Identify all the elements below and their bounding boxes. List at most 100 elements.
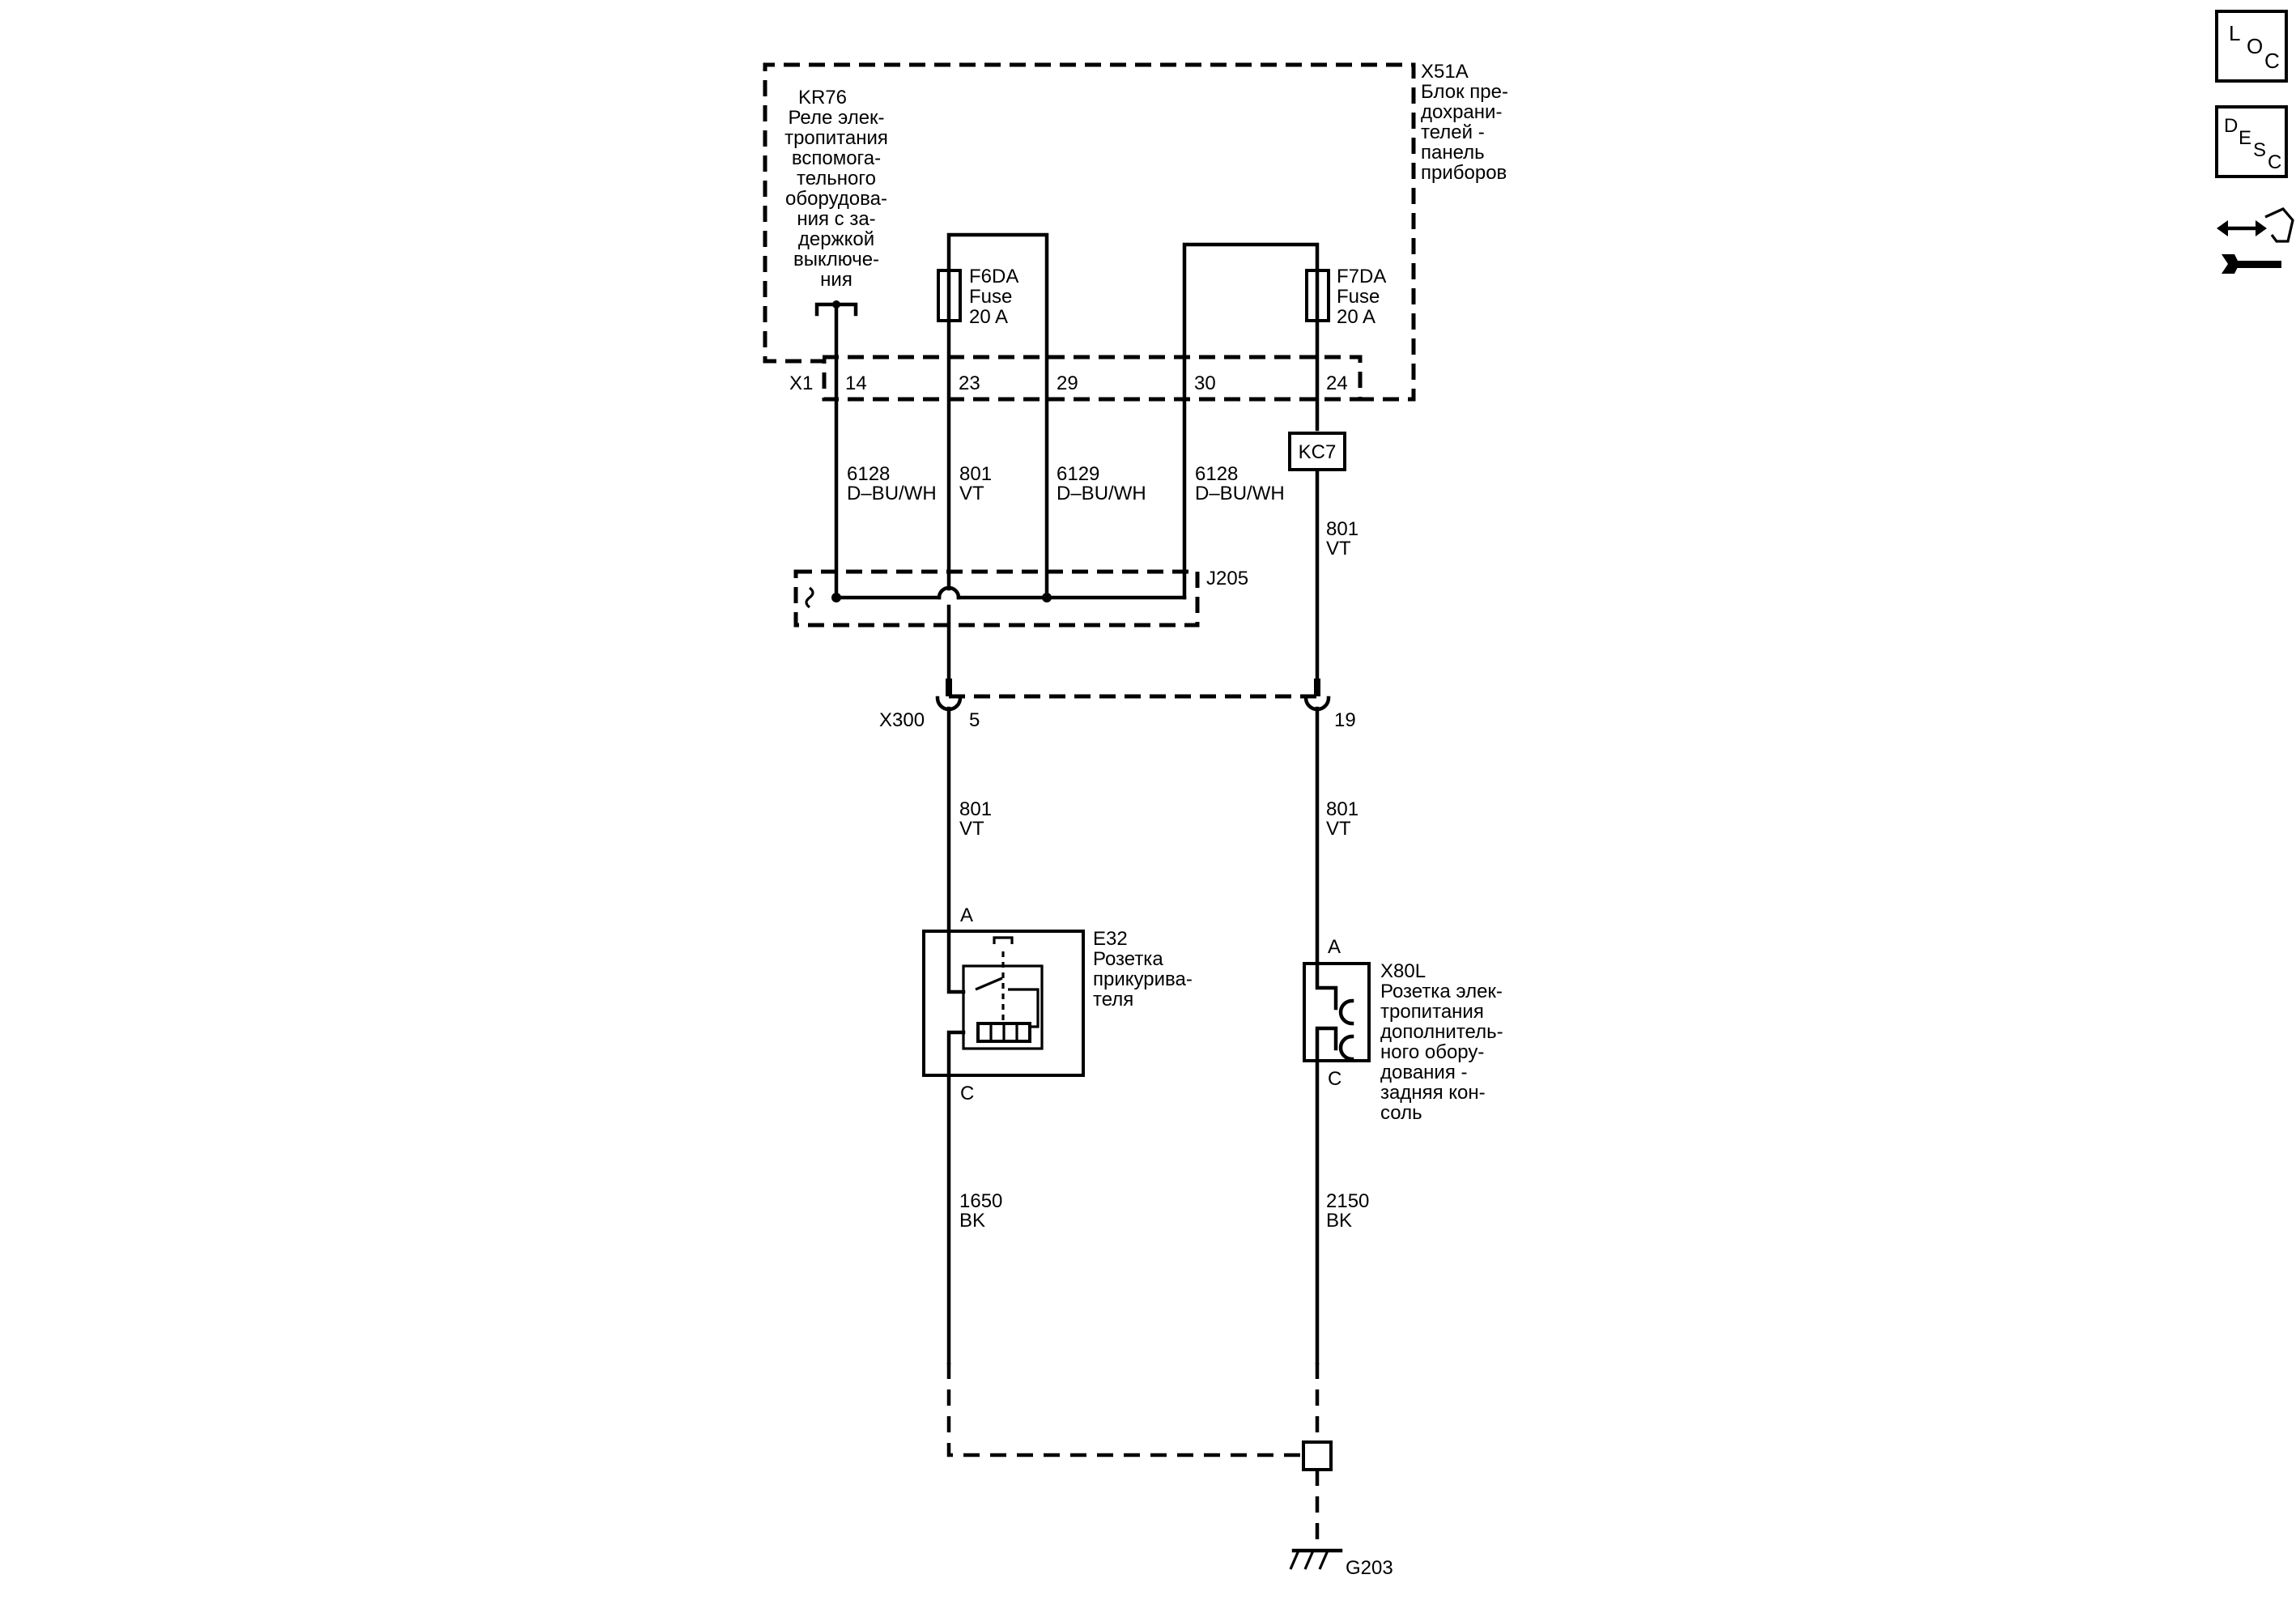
svg-text:20 A: 20 A — [969, 306, 1008, 328]
svg-text:1650: 1650 — [959, 1190, 1002, 1212]
relay-description: Реле элек- тропитания вспомога- тельного… — [784, 107, 888, 291]
cigar-lighter-id: E32 — [1093, 928, 1128, 950]
e32-pin: A — [960, 904, 973, 926]
power-outlet-id: X80L — [1380, 960, 1426, 982]
svg-text:F7DA: F7DA — [1337, 266, 1386, 287]
x80l-pin: C — [1328, 1068, 1341, 1090]
x300-pin: 19 — [1334, 709, 1356, 731]
description-icon[interactable]: D E S C — [2215, 105, 2288, 178]
svg-text:Блок пре-: Блок пре- — [1421, 81, 1508, 103]
power-outlet-description: Розетка элек- тропитания дополнитель- но… — [1380, 981, 1503, 1124]
x300-terminal-right — [1303, 679, 1331, 712]
svg-text:VT: VT — [959, 483, 984, 504]
svg-text:тельного: тельного — [797, 168, 876, 189]
svg-text:801: 801 — [1326, 518, 1358, 540]
ground-symbol-icon — [1289, 1548, 1343, 1570]
svg-text:Fuse: Fuse — [1337, 286, 1380, 308]
wire-label-6129: 6129 D–BU/WH — [1057, 463, 1146, 504]
splice-break-mark — [805, 586, 814, 609]
svg-text:дования -: дования - — [1380, 1062, 1468, 1083]
relay-symbol — [814, 300, 858, 317]
x1-pin: 23 — [959, 372, 980, 394]
wire-label-801-left: 801 VT — [959, 798, 992, 840]
svg-text:тропитания: тропитания — [784, 127, 888, 149]
splice-dot — [1042, 593, 1052, 602]
cigar-lighter-symbol — [922, 929, 1085, 1078]
solid-wires — [834, 232, 1320, 1365]
wire-label-6128-b: 6128 D–BU/WH — [1195, 463, 1285, 504]
svg-text:тропитания: тропитания — [1380, 1001, 1484, 1023]
ground-connection-box — [1302, 1440, 1333, 1471]
inline-splice-kc7-box — [1288, 432, 1346, 471]
svg-text:801: 801 — [1326, 798, 1358, 820]
x1-pin: 29 — [1057, 372, 1078, 394]
svg-text:вспомога-: вспомога- — [792, 147, 881, 169]
svg-text:VT: VT — [1326, 818, 1351, 840]
svg-text:дохрани-: дохрани- — [1421, 101, 1502, 123]
connector-x300-id: X300 — [879, 709, 925, 731]
connector-repair-icon[interactable] — [2217, 207, 2294, 274]
svg-text:F6DA: F6DA — [969, 266, 1018, 287]
svg-text:Fuse: Fuse — [969, 286, 1012, 308]
wire-label-6128-a: 6128 D–BU/WH — [847, 463, 937, 504]
svg-text:D–BU/WH: D–BU/WH — [1057, 483, 1146, 504]
x80l-pin: A — [1328, 936, 1341, 958]
svg-text:E: E — [2239, 127, 2251, 149]
location-icon[interactable]: L O C — [2215, 10, 2288, 83]
x1-pin: 14 — [845, 372, 867, 394]
svg-text:O: O — [2247, 34, 2263, 58]
svg-text:теля: теля — [1093, 989, 1133, 1011]
svg-text:BK: BK — [959, 1210, 985, 1232]
svg-text:ния: ния — [820, 269, 852, 291]
svg-text:VT: VT — [959, 818, 984, 840]
inline-splice-id: KC7 — [1299, 441, 1337, 463]
svg-text:2150: 2150 — [1326, 1190, 1369, 1212]
svg-text:ного обору-: ного обору- — [1380, 1041, 1484, 1063]
fuse-f6da-label: F6DA Fuse 20 A — [969, 266, 1018, 328]
svg-text:держкой: держкой — [798, 228, 874, 250]
ground-id: G203 — [1346, 1557, 1393, 1579]
svg-text:приборов: приборов — [1421, 162, 1507, 184]
fuse-f7da-label: F7DA Fuse 20 A — [1337, 266, 1386, 328]
svg-text:телей -: телей - — [1421, 121, 1485, 143]
x300-pin: 5 — [969, 709, 980, 731]
fuse-block-id: X51A — [1421, 61, 1469, 83]
svg-text:20 A: 20 A — [1337, 306, 1375, 328]
svg-text:D–BU/WH: D–BU/WH — [1195, 483, 1285, 504]
x1-pin: 24 — [1326, 372, 1348, 394]
fuse-block-description: Блок пре- дохрани- телей - панель прибор… — [1421, 81, 1508, 184]
svg-text:дополнитель-: дополнитель- — [1380, 1021, 1503, 1043]
svg-text:Реле элек-: Реле элек- — [788, 107, 884, 129]
svg-text:6129: 6129 — [1057, 463, 1099, 485]
power-outlet-symbol — [1303, 961, 1371, 1063]
wire-crossover-hop — [937, 585, 961, 600]
svg-text:D: D — [2224, 115, 2238, 137]
svg-text:6128: 6128 — [1195, 463, 1238, 485]
wire-label-801-kc7: 801 VT — [1326, 518, 1358, 560]
svg-text:задняя кон-: задняя кон- — [1380, 1082, 1486, 1104]
connector-x1-id: X1 — [789, 372, 813, 394]
svg-text:801: 801 — [959, 463, 992, 485]
svg-text:соль: соль — [1380, 1102, 1422, 1124]
e32-pin: C — [960, 1083, 974, 1104]
svg-text:Розетка: Розетка — [1093, 948, 1163, 970]
svg-text:выключе-: выключе- — [793, 249, 879, 270]
svg-text:VT: VT — [1326, 538, 1351, 560]
wire-label-1650: 1650 BK — [959, 1190, 1002, 1232]
svg-text:прикурива-: прикурива- — [1093, 968, 1193, 990]
fuse-block-outline — [763, 62, 1416, 402]
x300-terminal-left — [935, 679, 963, 712]
svg-text:ния с за-: ния с за- — [797, 208, 875, 230]
svg-text:BK: BK — [1326, 1210, 1352, 1232]
svg-text:6128: 6128 — [847, 463, 890, 485]
wire-label-2150: 2150 BK — [1326, 1190, 1369, 1232]
ground-dashed-wires — [946, 1363, 1320, 1551]
splice-pack-id: J205 — [1206, 568, 1248, 589]
splice-dot — [831, 593, 841, 602]
svg-text:S: S — [2253, 139, 2266, 161]
relay-id: KR76 — [798, 87, 847, 109]
svg-text:L: L — [2229, 21, 2240, 45]
svg-text:C: C — [2268, 151, 2281, 173]
svg-text:панель: панель — [1421, 142, 1485, 164]
